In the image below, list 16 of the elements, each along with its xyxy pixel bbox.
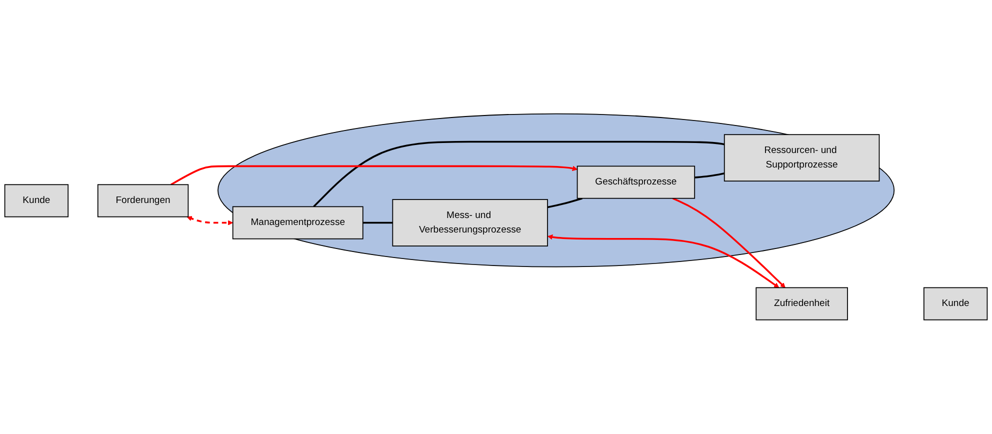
arrow (186, 216, 234, 226)
node-box: Forderungen (97, 184, 189, 218)
node-box: Zufriedenheit (756, 287, 848, 320)
arrow (170, 165, 578, 186)
connector (313, 141, 725, 208)
connector (362, 222, 393, 224)
node-box: Managementprozesse (232, 206, 364, 240)
arrow (672, 198, 786, 288)
node-box: Ressourcen- und Supportprozesse (724, 134, 880, 182)
node-box: Kunde (923, 287, 988, 320)
connector (547, 198, 583, 208)
connector (694, 172, 725, 179)
node-box: Kunde (4, 184, 69, 218)
node-box: Geschäftsprozesse (576, 166, 696, 199)
arrow (548, 234, 780, 288)
node-box: Mess- und Verbesserungsprozesse (392, 199, 548, 247)
